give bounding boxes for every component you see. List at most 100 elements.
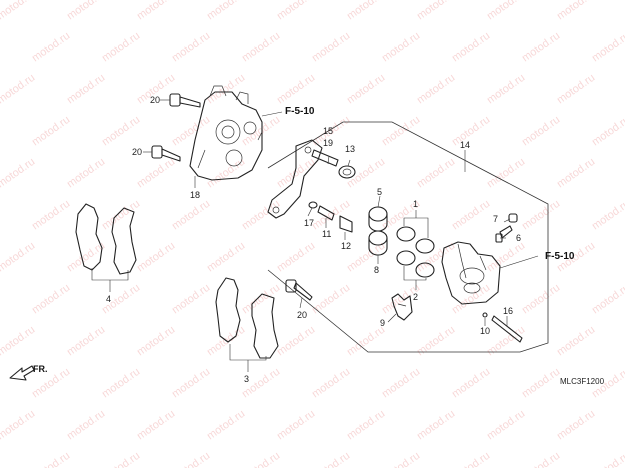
callout-1: 1 — [413, 199, 418, 209]
watermark-text: motod.ru — [100, 30, 142, 65]
watermark-text: motod.ru — [310, 30, 352, 65]
diagram-code: MLC3F1200 — [560, 377, 605, 386]
watermark-text: motod.ru — [135, 0, 177, 22]
ref-label-upper[interactable]: F-5-10 — [285, 106, 315, 117]
watermark-text: motod.ru — [380, 114, 422, 149]
watermark-text: motod.ru — [415, 0, 457, 22]
watermark-text: motod.ru — [520, 114, 562, 149]
watermark-text: motod.ru — [555, 324, 597, 359]
callout-19: 19 — [323, 138, 333, 148]
callout-18: 18 — [190, 190, 200, 200]
leader-lines — [143, 99, 539, 326]
watermark-text: motod.ru — [520, 30, 562, 65]
watermark-text: motod.ru — [590, 198, 625, 233]
front-arrow-icon — [9, 365, 35, 381]
watermark-text: motod.ru — [205, 0, 247, 22]
watermark-text: motod.ru — [240, 198, 282, 233]
watermark-text: motod.ru — [275, 324, 317, 359]
watermark-text: motod.ru — [555, 156, 597, 191]
watermark-text: motod.ru — [590, 114, 625, 149]
assembly-frame — [267, 121, 549, 353]
watermark-text: motod.ru — [30, 198, 72, 233]
group-line-3 — [229, 344, 267, 372]
watermark-text: motod.ru — [0, 450, 2, 468]
watermark-text: motod.ru — [0, 282, 2, 317]
seal-set-1 — [396, 226, 435, 254]
callout-16: 16 — [503, 306, 513, 316]
watermark-text: motod.ru — [380, 366, 422, 401]
watermark-text: motod.ru — [240, 282, 282, 317]
watermark-text: motod.ru — [0, 114, 2, 149]
boot-13 — [338, 165, 356, 179]
watermark-text: motod.ru — [450, 366, 492, 401]
watermark-text: motod.ru — [100, 366, 142, 401]
callout-5: 5 — [377, 187, 382, 197]
watermark-text: motod.ru — [135, 324, 177, 359]
watermark-text: motod.ru — [65, 72, 107, 107]
callout-10: 10 — [480, 326, 490, 336]
watermark-text: motod.ru — [30, 30, 72, 65]
callout-3: 3 — [244, 374, 249, 384]
watermark-text: motod.ru — [555, 0, 597, 22]
watermark-text: motod.ru — [100, 114, 142, 149]
watermark-text: motod.ru — [345, 324, 387, 359]
callout-14: 14 — [460, 140, 470, 150]
watermark-text: motod.ru — [555, 72, 597, 107]
callout-6: 6 — [516, 233, 521, 243]
watermark-text: motod.ru — [485, 0, 527, 22]
watermark-text: motod.ru — [170, 198, 212, 233]
watermark-text: motod.ru — [0, 72, 37, 107]
callout-12: 12 — [341, 241, 351, 251]
bleeder-valve-6 — [495, 225, 513, 243]
watermark-text: motod.ru — [205, 240, 247, 275]
watermark-text: motod.ru — [310, 366, 352, 401]
watermark-text: motod.ru — [170, 450, 212, 468]
callout-13: 13 — [345, 144, 355, 154]
watermark-text: motod.ru — [30, 282, 72, 317]
ring-17 — [308, 201, 318, 209]
watermark-text: motod.ru — [345, 72, 387, 107]
watermark-text: motod.ru — [450, 30, 492, 65]
pin-19 — [311, 149, 339, 167]
watermark-text: motod.ru — [0, 156, 37, 191]
watermark-text: motod.ru — [590, 282, 625, 317]
watermark-text: motod.ru — [450, 114, 492, 149]
watermark-text: motod.ru — [205, 408, 247, 443]
watermark-text: motod.ru — [0, 366, 2, 401]
watermark-text: motod.ru — [520, 198, 562, 233]
watermark-text: motod.ru — [0, 0, 37, 22]
bolt-20-upper — [169, 93, 201, 108]
watermark-text: motod.ru — [65, 156, 107, 191]
callout-20-middle: 20 — [132, 147, 142, 157]
watermark-text: motod.ru — [275, 240, 317, 275]
brake-pad-3b — [251, 293, 279, 359]
watermark-text: motod.ru — [310, 450, 352, 468]
watermark-text: motod.ru — [135, 240, 177, 275]
watermark-text: motod.ru — [345, 408, 387, 443]
watermark-text: motod.ru — [275, 408, 317, 443]
plug-10 — [482, 312, 488, 318]
watermark-text: motod.ru — [205, 72, 247, 107]
watermark-text: motod.ru — [310, 282, 352, 317]
watermark-text: motod.ru — [380, 450, 422, 468]
watermark-text: motod.ru — [450, 198, 492, 233]
watermark-text: motod.ru — [485, 156, 527, 191]
watermark-text: motod.ru — [450, 450, 492, 468]
watermark-text: motod.ru — [415, 408, 457, 443]
watermark-text: motod.ru — [30, 114, 72, 149]
watermark-text: motod.ru — [30, 450, 72, 468]
watermark-text: motod.ru — [415, 72, 457, 107]
watermark-text: motod.ru — [485, 240, 527, 275]
watermark-text: motod.ru — [520, 450, 562, 468]
watermark-text: motod.ru — [100, 450, 142, 468]
watermark-text: motod.ru — [380, 30, 422, 65]
watermark-text: motod.ru — [0, 324, 37, 359]
watermark-text: motod.ru — [65, 324, 107, 359]
watermark-text: motod.ru — [170, 366, 212, 401]
watermark-text: motod.ru — [240, 30, 282, 65]
watermark-text: motod.ru — [135, 408, 177, 443]
watermark-text: motod.ru — [345, 0, 387, 22]
watermark-text: motod.ru — [0, 198, 2, 233]
ref-label-right[interactable]: F-5-10 — [545, 251, 575, 262]
